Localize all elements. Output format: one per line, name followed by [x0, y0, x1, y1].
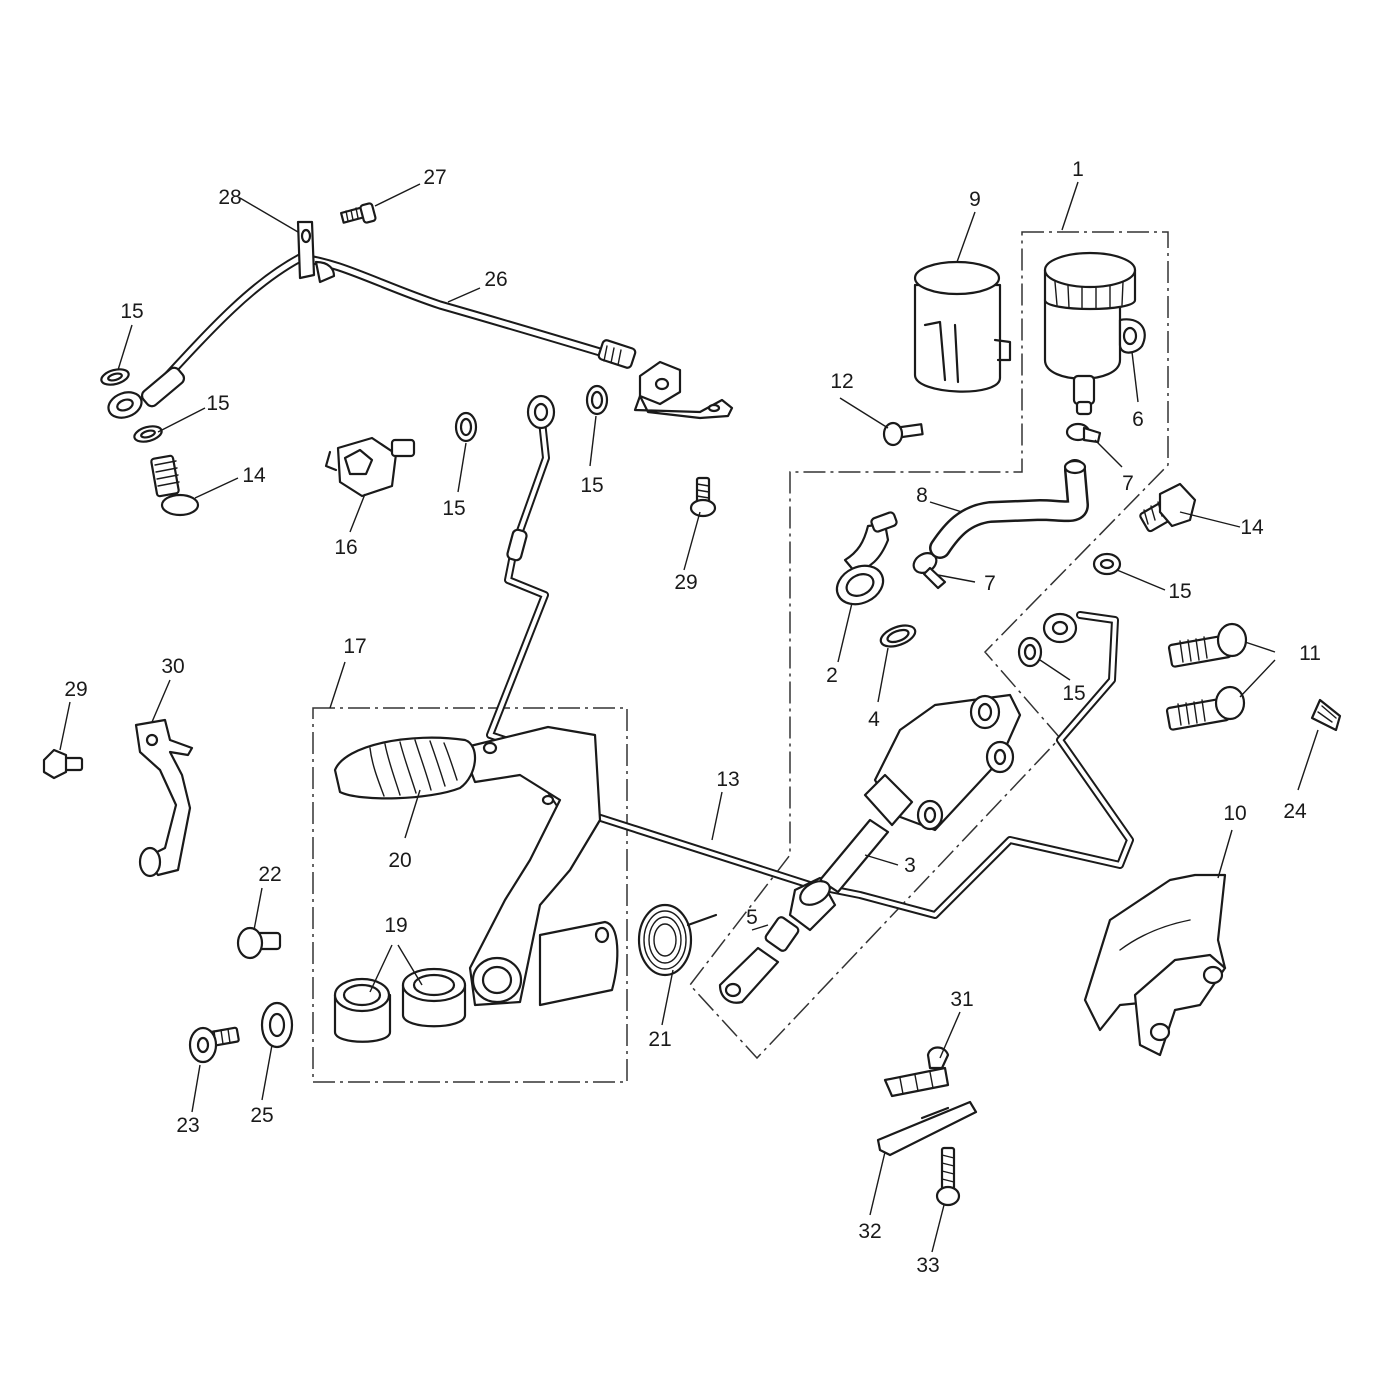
- callout-14: 14: [1240, 516, 1264, 539]
- callout-labels: 1 9 6 7 7 8 12 2 4 3 5 13 14 15 15 11 24…: [64, 158, 1321, 1277]
- bracket-30: [134, 718, 194, 878]
- callout-15: 15: [1168, 580, 1191, 603]
- boundary-master-cylinder-assembly: [689, 231, 1169, 1060]
- callout-12: 12: [830, 370, 853, 393]
- callout-33: 33: [916, 1254, 939, 1277]
- callout-25: 25: [250, 1104, 273, 1127]
- push-rod-clevis-5: [718, 876, 837, 1004]
- washer-15-e-hole: [1099, 558, 1115, 570]
- callout-23: 23: [176, 1114, 199, 1137]
- bolt-29-left: [42, 748, 84, 780]
- callout-26: 26: [484, 268, 507, 291]
- bolt-27: [339, 202, 377, 224]
- o-ring-4-hole: [886, 628, 910, 644]
- washer-15-a-hole: [107, 372, 123, 382]
- washer-15-c-hole: [459, 417, 473, 437]
- bolt-23: [188, 1026, 240, 1064]
- callout-19: 19: [384, 914, 407, 937]
- callout-17: 17: [343, 635, 366, 658]
- plate-32: [876, 1100, 978, 1157]
- callout-28: 28: [218, 186, 241, 209]
- callout-27: 27: [423, 166, 446, 189]
- banjo-bolt-14-left: [150, 454, 200, 517]
- leader-lines: [59, 181, 1319, 1253]
- callout-3: 3: [904, 854, 916, 877]
- callout-7: 7: [984, 572, 996, 595]
- callout-2: 2: [826, 664, 838, 687]
- bolt-29-upper: [689, 476, 717, 518]
- banjo-bolt-14-right: [1139, 482, 1197, 533]
- callout-5: 5: [746, 906, 758, 929]
- screw-33: [935, 1146, 961, 1207]
- clip-24: [1310, 698, 1342, 732]
- callout-15: 15: [580, 474, 603, 497]
- callout-11: 11: [1299, 642, 1321, 665]
- bolt-11-upper: [1167, 622, 1248, 668]
- bolt-11-lower: [1165, 685, 1246, 731]
- callout-24: 24: [1283, 800, 1307, 823]
- reservoir-cover-9: [913, 260, 1012, 393]
- callout-16: 16: [334, 536, 357, 559]
- callout-7: 7: [1122, 472, 1134, 495]
- callout-29: 29: [674, 571, 697, 594]
- brake-hose-26: [107, 220, 734, 420]
- callout-31: 31: [950, 988, 973, 1011]
- callout-32: 32: [858, 1220, 881, 1243]
- callout-15: 15: [442, 497, 465, 520]
- hose-clip-7-upper: [1065, 422, 1102, 444]
- reservoir-6: [1043, 251, 1146, 416]
- callout-14: 14: [242, 464, 266, 487]
- reservoir-hose-8: [929, 459, 1089, 559]
- washer-15-b-hole: [140, 429, 156, 439]
- bolt-12: [882, 421, 924, 447]
- bushes-19: [333, 967, 467, 1043]
- hose-union-2: [835, 511, 898, 606]
- callout-4: 4: [868, 708, 880, 731]
- pedal-pad-20: [333, 736, 477, 800]
- callout-29: 29: [64, 678, 87, 701]
- return-spring-21: [637, 903, 718, 977]
- cable-guide-31: [883, 1046, 950, 1098]
- callout-15: 15: [206, 392, 229, 415]
- brake-light-switch-16: [324, 436, 416, 498]
- callout-30: 30: [161, 655, 184, 678]
- callout-13: 13: [716, 768, 739, 791]
- callout-15: 15: [1062, 682, 1085, 705]
- callout-22: 22: [258, 863, 281, 886]
- callout-20: 20: [388, 849, 411, 872]
- master-cylinder-3: [818, 693, 1022, 894]
- boundary-pedal-assembly: [312, 707, 628, 1083]
- callout-6: 6: [1132, 408, 1144, 431]
- callout-10: 10: [1223, 802, 1246, 825]
- callout-15: 15: [120, 300, 143, 323]
- callout-9: 9: [969, 188, 981, 211]
- callout-1: 1: [1072, 158, 1084, 181]
- callout-8: 8: [916, 484, 928, 507]
- washer-25-hole: [268, 1012, 286, 1038]
- callout-21: 21: [648, 1028, 671, 1051]
- washer-15-d-hole: [590, 390, 604, 410]
- washer-15-f-hole: [1023, 643, 1037, 661]
- heel-guard-10: [1083, 873, 1227, 1057]
- brake-pedal-17: [460, 725, 619, 1007]
- pivot-pin-22: [236, 926, 282, 960]
